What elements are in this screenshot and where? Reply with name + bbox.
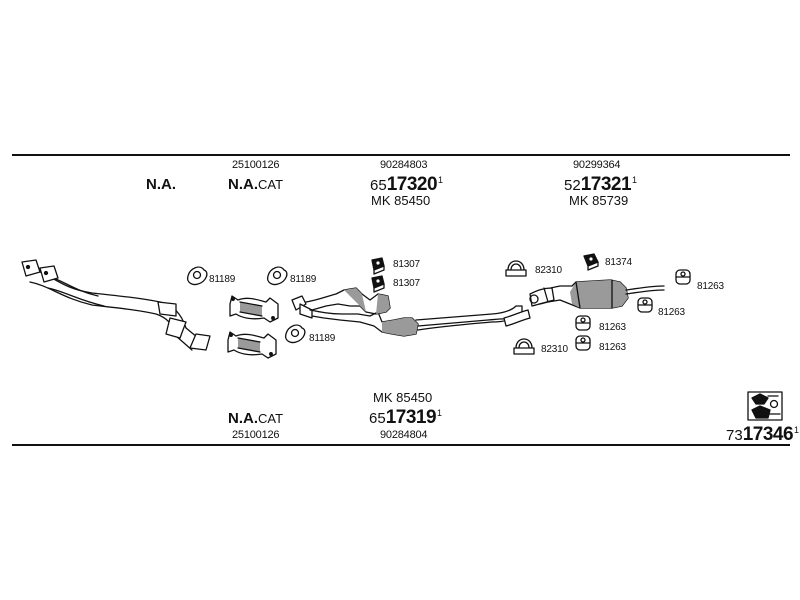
bottom-col3-part-number: 65173191: [369, 407, 443, 428]
top-col3-part-number: 65173201: [370, 174, 444, 195]
catalytic-converter: [230, 296, 278, 322]
part-label: 81263: [697, 281, 724, 292]
front-y-pipe: [22, 260, 210, 350]
part-label: 81189: [209, 274, 236, 285]
catalytic-converter: [228, 332, 276, 358]
top-col4-code: 90299364: [573, 159, 621, 171]
bottom-col2-code: 25100126: [232, 429, 280, 441]
top-col3-mk: MK 85450: [371, 193, 431, 208]
top-col4-mk: MK 85739: [569, 193, 629, 208]
rubber-mount-icon: [638, 298, 652, 312]
bottom-col3-code: 90284804: [380, 429, 428, 441]
top-col2-label: N.A.CAT: [228, 176, 284, 193]
clamp-icon: [506, 261, 526, 276]
top-rule: [12, 154, 790, 156]
part-label: 81307: [393, 259, 420, 270]
part-label: 81263: [658, 307, 685, 318]
bottom-rule: [12, 444, 790, 446]
middle-silencer-assembly: [292, 288, 530, 336]
part-label: 81263: [599, 322, 626, 333]
top-col2-code: 25100126: [232, 159, 280, 171]
part-label: 81263: [599, 342, 626, 353]
top-col4-part-number: 52173211: [564, 174, 638, 195]
bottom-col2-label: N.A.CAT: [228, 410, 284, 427]
gasket-icon: [188, 267, 207, 284]
part-label: 81189: [290, 274, 317, 285]
catalog-logo-icon: [748, 392, 782, 420]
part-label: 82310: [541, 344, 568, 355]
rubber-mount-icon: [372, 276, 384, 292]
downpipe-flange-a: [22, 260, 40, 276]
part-label: 82310: [535, 265, 562, 276]
downpipe-flange-b: [40, 266, 58, 282]
rubber-mount-icon: [372, 258, 384, 274]
top-col3-code: 90284803: [380, 159, 428, 171]
rubber-mount-icon: [584, 254, 598, 270]
rubber-mount-icon: [676, 270, 690, 284]
clamp-icon: [514, 339, 534, 354]
bottom-col3-mk: MK 85450: [373, 390, 433, 405]
reference-number: 73173461: [726, 424, 800, 445]
rubber-mount-icon: [576, 316, 590, 330]
part-label: 81307: [393, 278, 420, 289]
rear-silencer: [530, 280, 664, 308]
gasket-icon: [268, 267, 287, 284]
gasket-icon: [286, 325, 305, 342]
rubber-mount-icon: [576, 336, 590, 350]
part-label: 81189: [309, 333, 336, 344]
top-col1-label: N.A.: [146, 176, 176, 193]
part-label: 81374: [605, 257, 632, 268]
